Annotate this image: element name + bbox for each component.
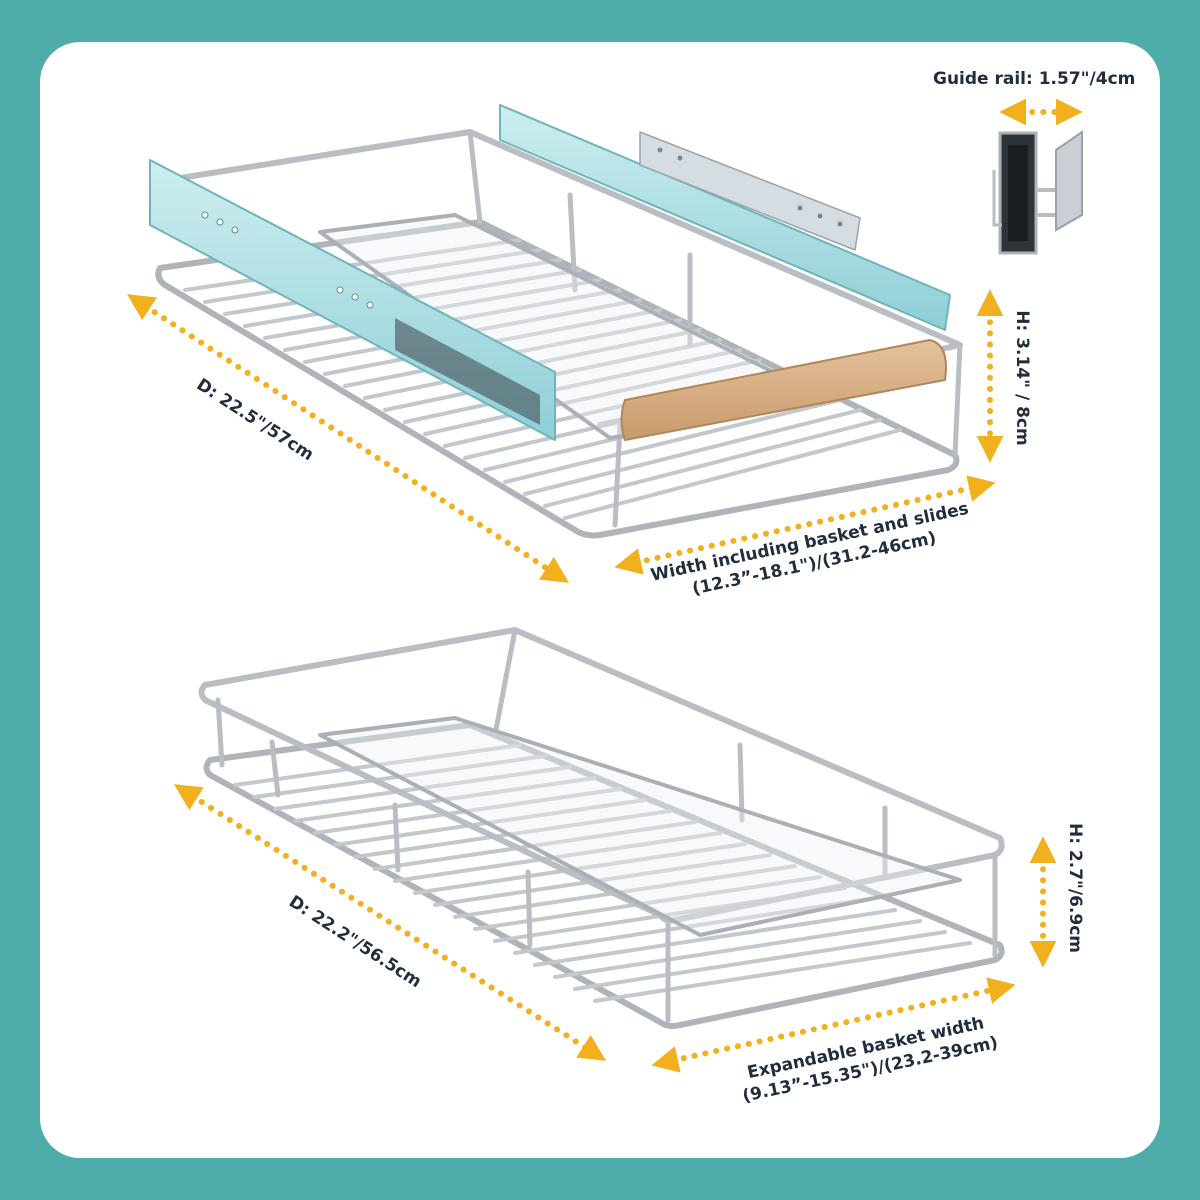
dimension-arrows [126,98,1083,1073]
bottom-basket-inner-tray [318,716,962,937]
top-height-label: H: 3.14" / 8cm [1012,310,1032,446]
wooden-handle [620,339,947,441]
bottom-depth-arrow [173,784,607,1061]
top-depth-arrow [126,294,570,583]
bottom-width-arrow [651,977,1016,1073]
bottom-height-label: H: 2.7"/6.9cm [1065,822,1085,954]
guide-rail-label: Guide rail: 1.57"/4cm [933,69,1136,89]
top-basket-bottom-frame [155,219,960,539]
guide-rail-cross-section [992,130,1083,255]
right-drawer-slide [499,104,951,331]
bottom-basket [198,627,1005,1029]
top-basket-with-slides [149,104,963,539]
